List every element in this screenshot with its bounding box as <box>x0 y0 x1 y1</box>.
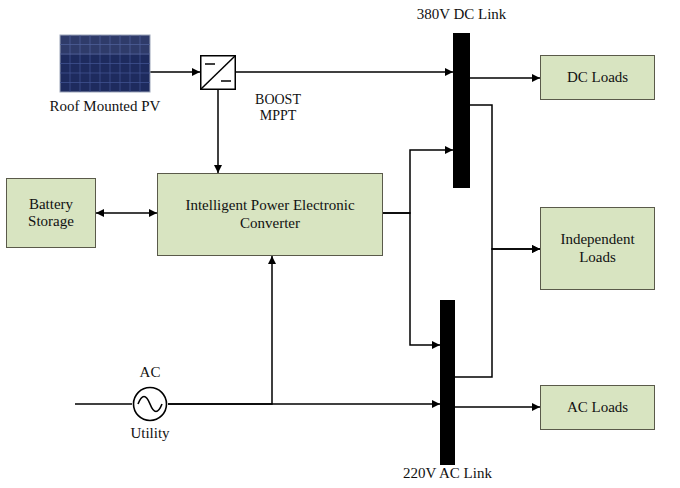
connector-arrow <box>217 90 219 173</box>
connector-arrow <box>470 105 540 249</box>
connector-arrow <box>236 71 453 73</box>
boost-converter: BOOST MPPT <box>200 55 236 90</box>
connector-arrow <box>168 403 440 405</box>
component-label: AC <box>110 364 190 381</box>
connector-arrow <box>455 406 540 408</box>
box-label: Battery Storage <box>13 196 89 231</box>
connector-arrow <box>96 212 157 214</box>
ac-source: ACUtility <box>132 386 168 422</box>
connector-arrow <box>470 77 540 79</box>
component-label: BOOST MPPT <box>243 92 313 124</box>
ac-bus-bar: 220V AC Link <box>440 300 455 465</box>
connector-arrow <box>455 249 540 377</box>
component-label: 380V DC Link <box>401 6 522 23</box>
component-label: 220V AC Link <box>387 465 508 482</box>
pv-panel: Roof Mounted PV <box>60 35 150 92</box>
load-box: AC Loads <box>540 385 655 430</box>
box-label: Intelligent Power Electronic Converter <box>185 197 355 232</box>
utility-feed-line <box>75 403 132 405</box>
pv-panel-graphic <box>60 35 150 92</box>
component-label: Roof Mounted PV <box>48 98 162 115</box>
component-label: Utility <box>110 425 190 442</box>
connector-arrow <box>150 71 200 73</box>
load-box: Independent Loads <box>540 207 655 290</box>
ac-source-symbol <box>132 386 168 422</box>
box-label: Independent Loads <box>553 231 643 266</box>
connector-arrow <box>383 150 453 213</box>
connector-arrow <box>168 256 272 404</box>
converter-box: Intelligent Power Electronic Converter <box>157 173 383 256</box>
storage-box: Battery Storage <box>6 178 96 248</box>
box-label: AC Loads <box>567 399 628 416</box>
load-box: DC Loads <box>540 55 655 100</box>
box-label: DC Loads <box>567 69 628 86</box>
connector-arrow <box>383 213 440 345</box>
dcdc-symbol <box>200 55 236 90</box>
dc-bus-bar: 380V DC Link <box>453 33 470 188</box>
